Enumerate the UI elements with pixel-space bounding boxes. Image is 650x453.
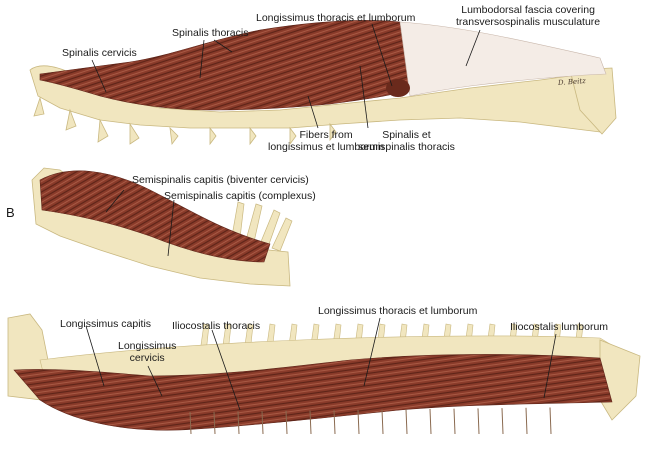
ilium-top — [569, 67, 617, 135]
label-spinalis-semispinalis-line2: semispinalis thoracis — [358, 141, 455, 153]
label-longissimus-capitis: Longissimus capitis — [60, 318, 152, 330]
leader-lines — [85, 23, 557, 411]
label-semispinalis-biventer: Semispinalis capitis (biventer cervicis) — [132, 174, 309, 186]
rib-stub — [381, 409, 384, 435]
label-fibers-from-line2: longissimus et lumborum — [268, 141, 385, 153]
label-longissimus-thoracis-lumborum-top: Longissimus thoracis et lumborum — [256, 12, 416, 24]
vertebral-column-top — [29, 65, 611, 146]
label-spinalis-semispinalis-line1: Spinalis et — [382, 129, 431, 141]
rib-stub — [237, 411, 240, 435]
rib-stub — [405, 409, 408, 435]
panel-middle-illustration — [31, 167, 293, 287]
label-spinalis-cervicis: Spinalis cervicis — [62, 47, 137, 59]
label-iliocostalis-lumborum: Iliocostalis lumborum — [510, 321, 609, 333]
semispinalis-capitis-muscle — [39, 170, 271, 263]
rib-stub — [453, 408, 456, 435]
epaxial-muscle-top — [39, 20, 411, 111]
label-fibers-from-line1: Fibers from — [299, 129, 353, 141]
panel-top-illustration — [29, 20, 617, 146]
rib-stub — [261, 411, 264, 435]
epaxial-muscle-bottom — [13, 354, 613, 431]
rib-stub — [525, 407, 528, 435]
label-lumbodorsal-fascia-line1: Lumbodorsal fascia covering — [461, 4, 595, 16]
label-lumbodorsal-fascia-line2: transversospinalis musculature — [456, 16, 601, 28]
label-fibers-from: Fibers from longissimus et lumborum — [268, 129, 384, 153]
panel-bottom-illustration — [7, 313, 641, 435]
label-spinalis-semispinalis: Spinalis et semispinalis thoracis — [358, 129, 455, 153]
cervical-spines — [231, 201, 293, 252]
rib-stub — [429, 408, 432, 435]
label-semispinalis-complexus: Semispinalis capitis (complexus) — [164, 190, 316, 202]
rib-stub — [189, 411, 192, 435]
label-longissimus-cervicis: Longissimus cervicis — [118, 340, 176, 364]
label-iliocostalis-thoracis: Iliocostalis thoracis — [172, 320, 261, 332]
label-longissimus-cervicis-line1: Longissimus — [118, 340, 177, 352]
rib-stub — [213, 411, 216, 435]
label-spinalis-thoracis: Spinalis thoracis — [172, 27, 249, 39]
panel-letter-b: B — [6, 205, 15, 220]
lumbodorsal-fascia — [399, 21, 607, 97]
rib-stub — [285, 410, 288, 435]
rib-stubs-bottom — [189, 407, 552, 435]
spinalis-knot — [386, 79, 410, 97]
rib-stub — [357, 409, 360, 435]
label-lumbodorsal-fascia: Lumbodorsal fascia covering transversosp… — [456, 4, 600, 28]
rib-stub — [309, 410, 312, 435]
rib-stub — [501, 408, 504, 435]
rib-stub — [333, 410, 336, 435]
label-longissimus-cervicis-line2: cervicis — [129, 352, 165, 364]
rib-stub — [477, 408, 480, 435]
rib-stub — [549, 407, 552, 435]
label-longissimus-thoracis-lumborum-bottom: Longissimus thoracis et lumborum — [318, 305, 478, 317]
